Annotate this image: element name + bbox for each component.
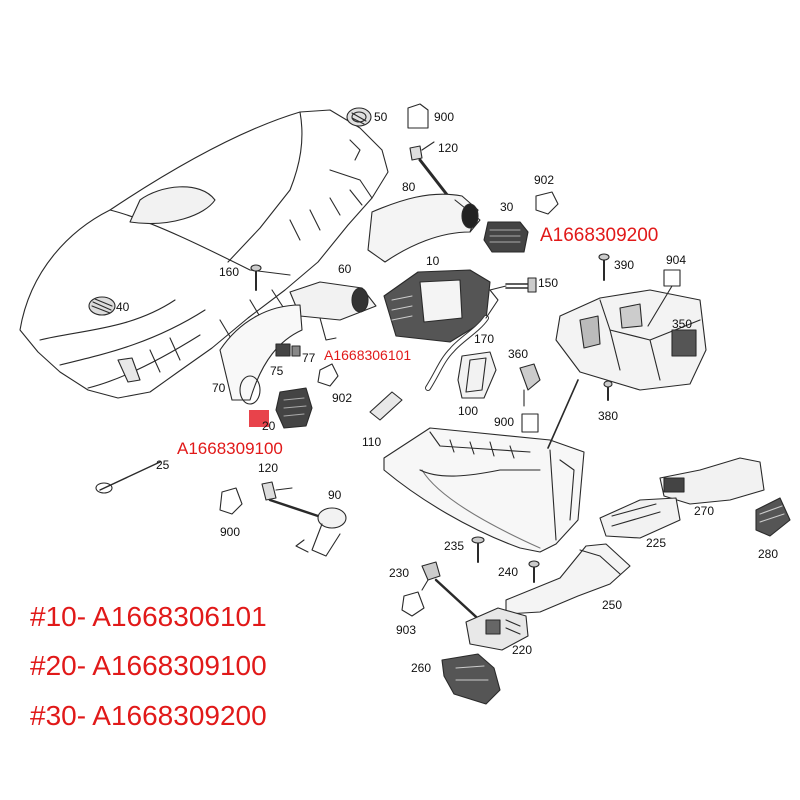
callout-390: 390 [614, 258, 635, 272]
callout-220: 220 [512, 643, 533, 657]
callout-120-top: 120 [438, 141, 459, 155]
callout-120-low: 120 [258, 461, 279, 475]
part-number-30: A1668309200 [540, 225, 659, 246]
callout-900-mid: 900 [494, 415, 515, 429]
part-902-tag-top [535, 191, 559, 215]
callout-170: 170 [474, 332, 495, 346]
part-25-cable [95, 461, 161, 494]
highlight-marker-20 [249, 410, 269, 427]
callout-903: 903 [396, 623, 417, 637]
callout-60: 60 [338, 262, 352, 276]
callout-50: 50 [374, 110, 388, 124]
part-60-duct [289, 281, 377, 341]
part-160-screw [250, 264, 262, 291]
part-235-screw [471, 536, 485, 563]
legend-line-10: #10- A1668306101 [30, 601, 267, 632]
part-75-clip [275, 343, 301, 357]
part-350-hvac-unit [555, 269, 707, 391]
callout-160: 160 [219, 265, 240, 279]
callout-25: 25 [156, 458, 170, 472]
legend-line-30: #30- A1668309200 [30, 700, 267, 731]
callout-75: 75 [270, 364, 284, 378]
part-225-duct [599, 497, 681, 539]
part-100-duct [457, 351, 497, 399]
part-230-clip [401, 561, 488, 628]
callout-902-top: 902 [534, 173, 555, 187]
callout-235: 235 [444, 539, 465, 553]
part-90-duct-lower [219, 481, 347, 557]
part-70-duct-frame [219, 304, 303, 405]
part-110-panel [369, 391, 403, 421]
callout-900-top: 900 [434, 110, 455, 124]
callout-350: 350 [672, 317, 693, 331]
part-10-center-vent [383, 269, 491, 343]
part-270-duct [659, 457, 765, 505]
part-360-bracket [519, 363, 541, 433]
callout-30: 30 [500, 200, 514, 214]
callout-904: 904 [666, 253, 687, 267]
part-380-screw [603, 380, 613, 401]
callout-20: 20 [262, 419, 276, 433]
legend-line-20: #20- A1668309100 [30, 650, 267, 681]
part-50-vent-cap [346, 107, 372, 127]
callout-10: 10 [426, 254, 440, 268]
callout-110: 110 [362, 435, 382, 449]
callout-225: 225 [646, 536, 667, 550]
part-150-screw [489, 277, 537, 293]
part-260-cover [441, 653, 501, 705]
callout-77: 77 [302, 351, 316, 365]
callout-90: 90 [328, 488, 342, 502]
part-240-screw [528, 560, 540, 583]
callout-270: 270 [694, 504, 715, 518]
callout-250: 250 [602, 598, 623, 612]
callout-230: 230 [389, 566, 410, 580]
part-number-10: A1668306101 [324, 347, 412, 363]
callout-150: 150 [538, 276, 559, 290]
callout-70: 70 [212, 381, 226, 395]
callout-380: 380 [598, 409, 619, 423]
part-number-20: A1668309100 [177, 439, 283, 458]
part-40-vent-cap [88, 296, 116, 316]
callout-100: 100 [458, 404, 479, 418]
part-80-air-duct [367, 193, 481, 263]
callout-260: 260 [411, 661, 432, 675]
callout-900-low: 900 [220, 525, 241, 539]
callout-280: 280 [758, 547, 779, 561]
part-30-air-vent [483, 221, 529, 253]
part-280-vent [755, 497, 791, 537]
callout-240: 240 [498, 565, 519, 579]
callout-902-mid: 902 [332, 391, 353, 405]
part-902-tag-mid [317, 363, 339, 387]
part-250-duct [505, 543, 631, 615]
callout-360: 360 [508, 347, 529, 361]
center-console [383, 379, 585, 553]
part-220-bracket [465, 607, 529, 651]
part-390-screw [598, 253, 610, 281]
callout-40: 40 [116, 300, 130, 314]
part-20-air-vent [275, 387, 313, 429]
part-170-hose [425, 289, 499, 391]
callout-80: 80 [402, 180, 416, 194]
